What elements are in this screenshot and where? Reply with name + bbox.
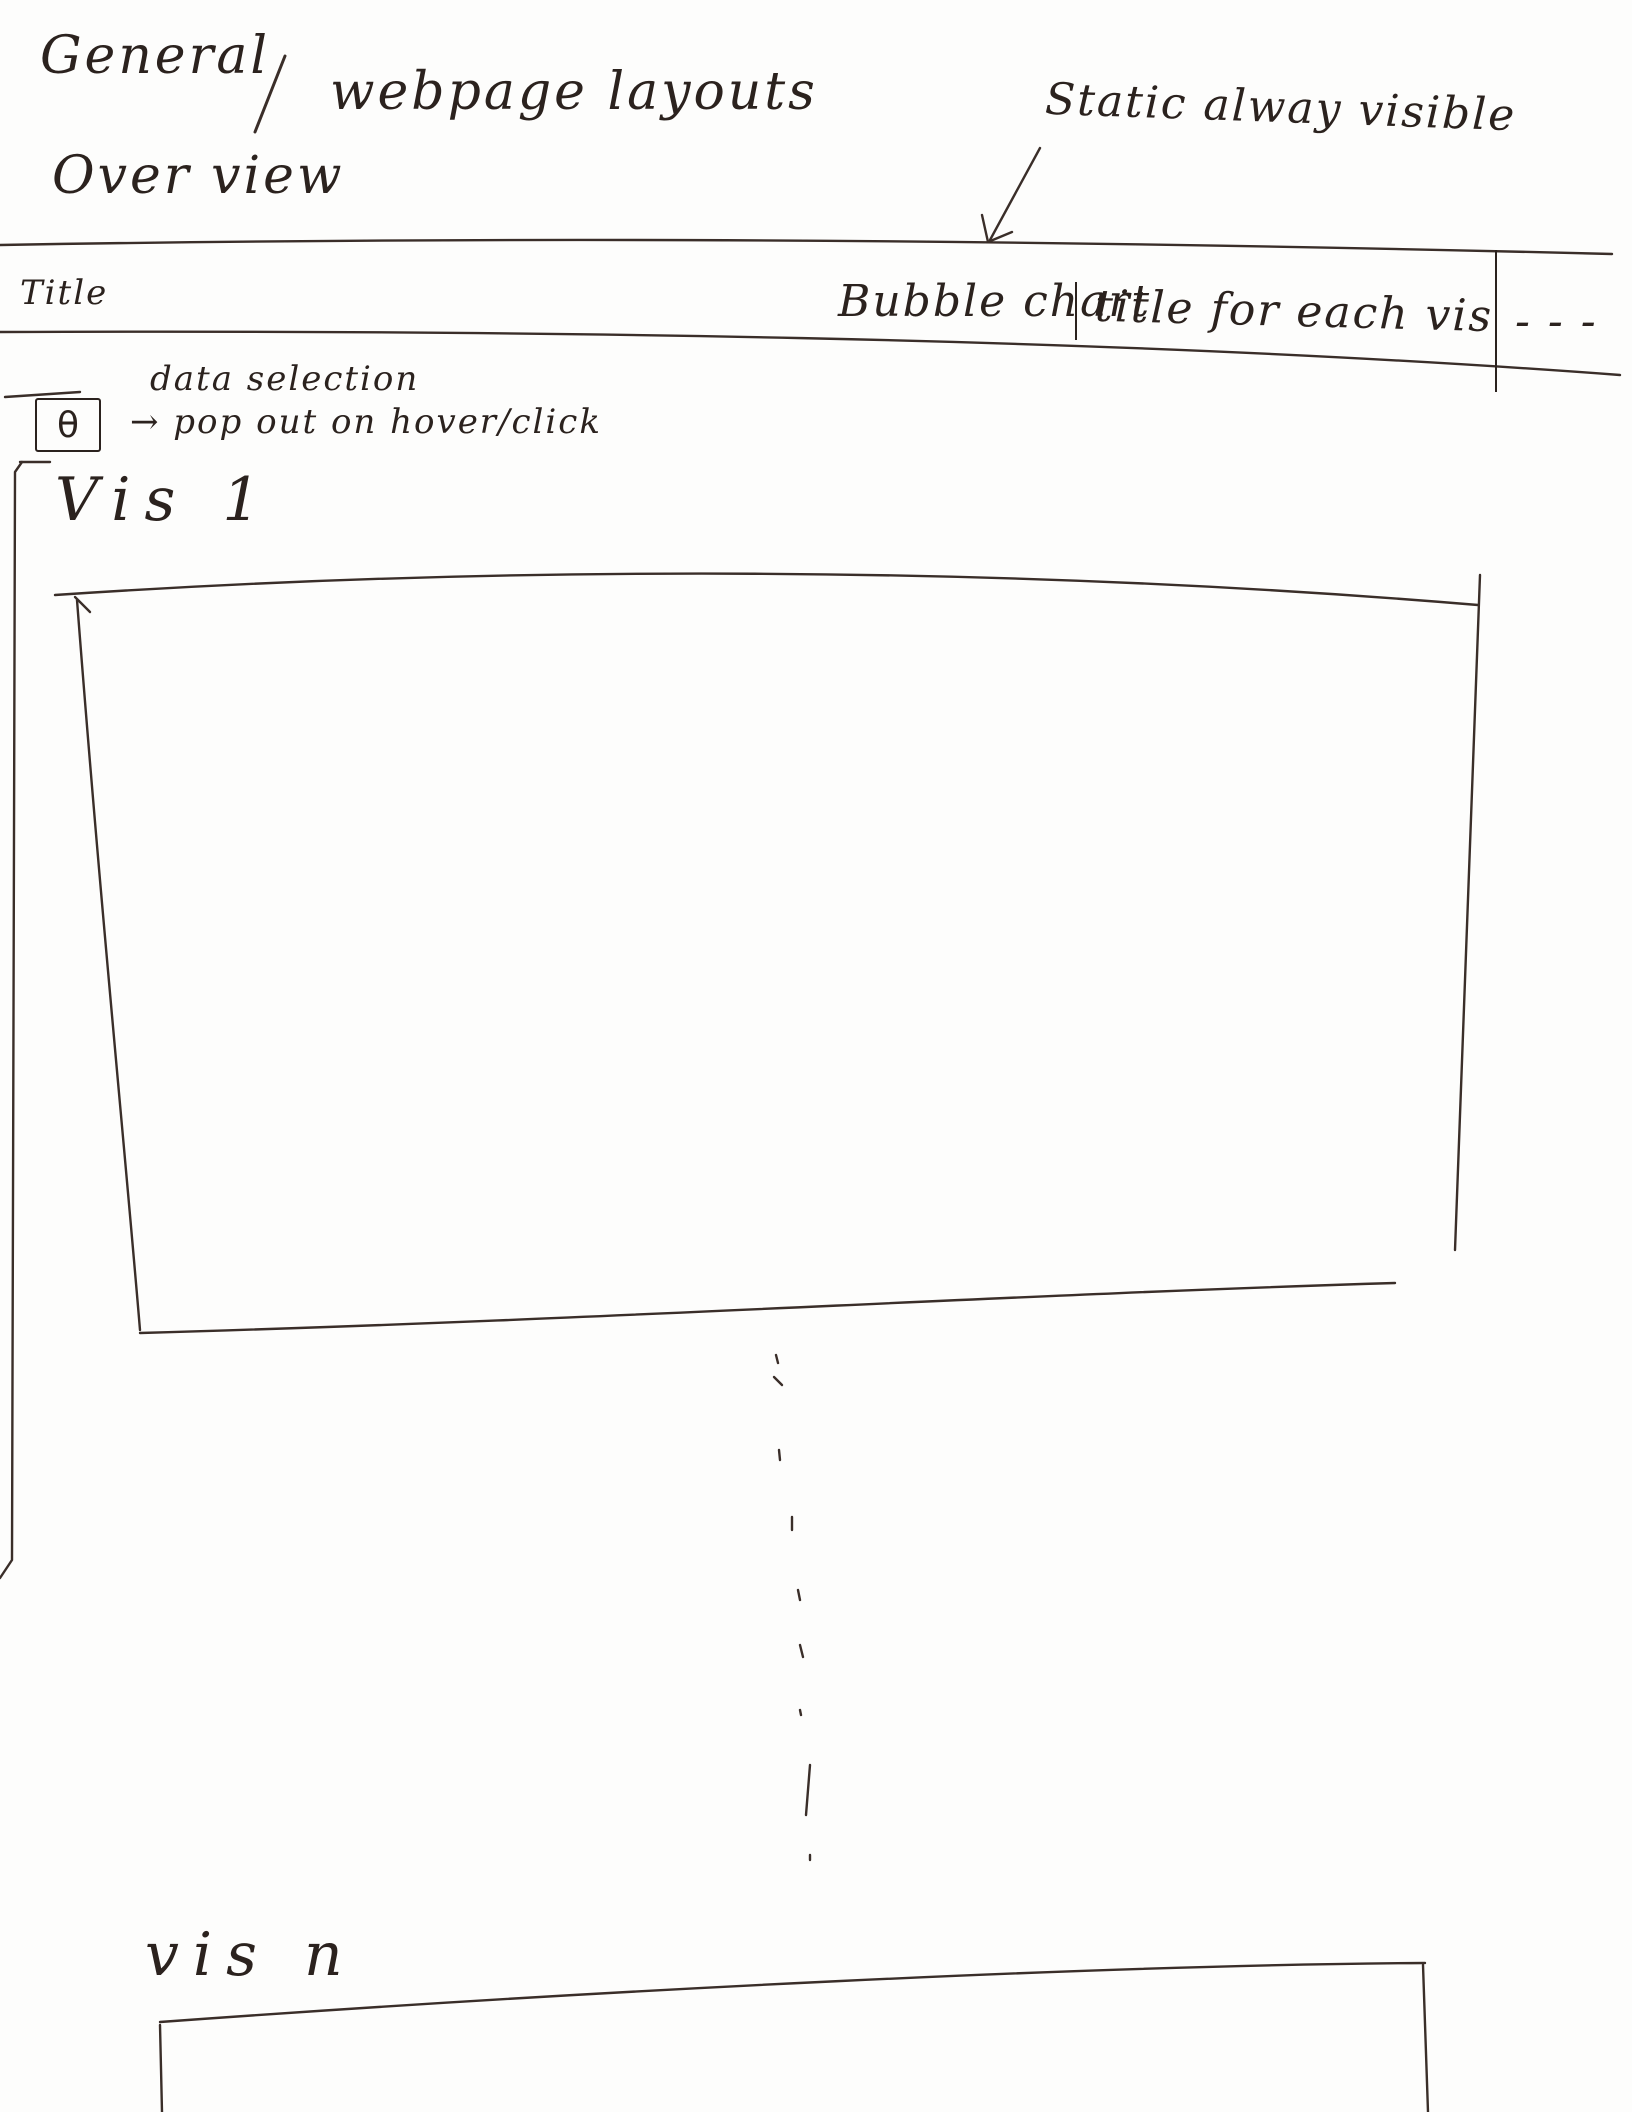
popout-drawer bbox=[0, 460, 24, 1580]
tab-title-each-vis[interactable]: title for each vis bbox=[1094, 280, 1494, 343]
vis-1-frame-left bbox=[75, 598, 142, 1332]
continuation-dots bbox=[772, 1353, 812, 1862]
vis-1-frame-bottom bbox=[138, 1281, 1397, 1335]
vis-1-frame-top bbox=[53, 572, 1480, 607]
filter-icon-glyph: θ bbox=[56, 404, 80, 446]
navbar-bottom-border bbox=[0, 330, 1622, 377]
heading-overview: Over view bbox=[52, 146, 345, 206]
vis-1-label: Vis 1 bbox=[55, 465, 275, 535]
data-selection-label: data selection bbox=[150, 359, 420, 399]
vis-n-frame-right bbox=[1421, 1963, 1430, 2112]
navbar-title[interactable]: Title bbox=[20, 273, 109, 313]
vis-n-label: vis n bbox=[145, 1920, 357, 1990]
heading-webpage-layouts: webpage layouts bbox=[330, 62, 818, 122]
vis-n-frame-left bbox=[158, 2023, 164, 2112]
navbar-more-menu[interactable]: - - - bbox=[1515, 296, 1598, 347]
filter-icon[interactable]: θ bbox=[35, 398, 101, 452]
heading-slash bbox=[253, 54, 287, 134]
annotation-arrow bbox=[988, 146, 1042, 242]
navbar-top-border bbox=[0, 238, 1614, 256]
heading-general: General bbox=[40, 26, 271, 86]
vis-1-frame-right bbox=[1453, 573, 1482, 1252]
vis-n-frame-top bbox=[158, 1961, 1427, 2024]
pop-out-note: → pop out on hover/click bbox=[130, 402, 602, 442]
tab-bubble-chart[interactable]: Bubble chart bbox=[838, 276, 1152, 327]
navbar-separator bbox=[1495, 250, 1497, 392]
sidebar-connector bbox=[3, 390, 82, 399]
navbar-separator bbox=[1075, 282, 1077, 340]
